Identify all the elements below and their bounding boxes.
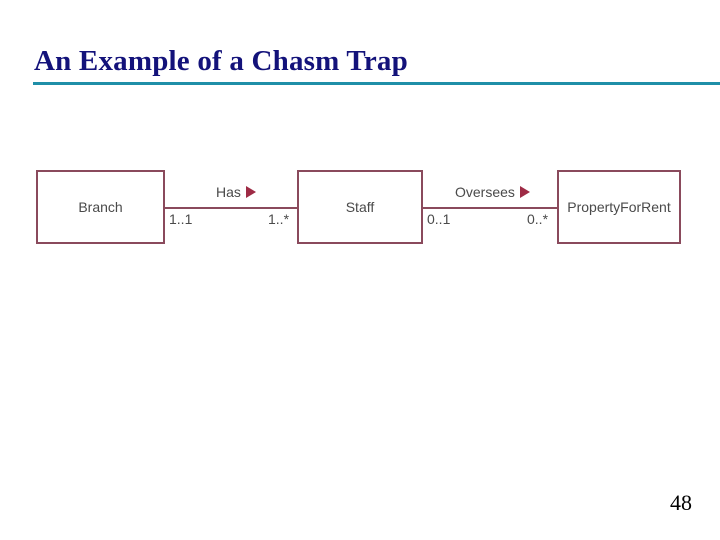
triangle-right-icon: [519, 186, 530, 198]
multiplicity-propertyforrent-oversees: 0..*: [527, 211, 549, 227]
connector-branch-staff: [165, 207, 297, 209]
multiplicity-staff-oversees: 0..1: [427, 211, 451, 227]
triangle-right-icon: [245, 186, 256, 198]
multiplicity-branch-has: 1..1: [169, 211, 193, 227]
relationship-label-oversees-text: Oversees: [455, 184, 515, 200]
entity-box-propertyforrent[interactable]: PropertyForRent: [557, 170, 681, 244]
relationship-label-has: Has: [216, 184, 256, 200]
entity-label-propertyforrent: PropertyForRent: [567, 199, 671, 215]
relationship-label-has-text: Has: [216, 184, 241, 200]
relationship-label-oversees: Oversees: [455, 184, 530, 200]
entity-label-staff: Staff: [345, 199, 375, 215]
title-divider: [33, 82, 720, 85]
entity-box-staff[interactable]: Staff: [297, 170, 423, 244]
entity-box-branch[interactable]: Branch: [36, 170, 165, 244]
connector-staff-propertyforrent: [423, 207, 557, 209]
multiplicity-staff-has: 1..*: [268, 211, 290, 227]
entity-label-branch: Branch: [78, 199, 123, 215]
page-title: An Example of a Chasm Trap: [34, 45, 408, 77]
page-number: 48: [670, 490, 692, 515]
